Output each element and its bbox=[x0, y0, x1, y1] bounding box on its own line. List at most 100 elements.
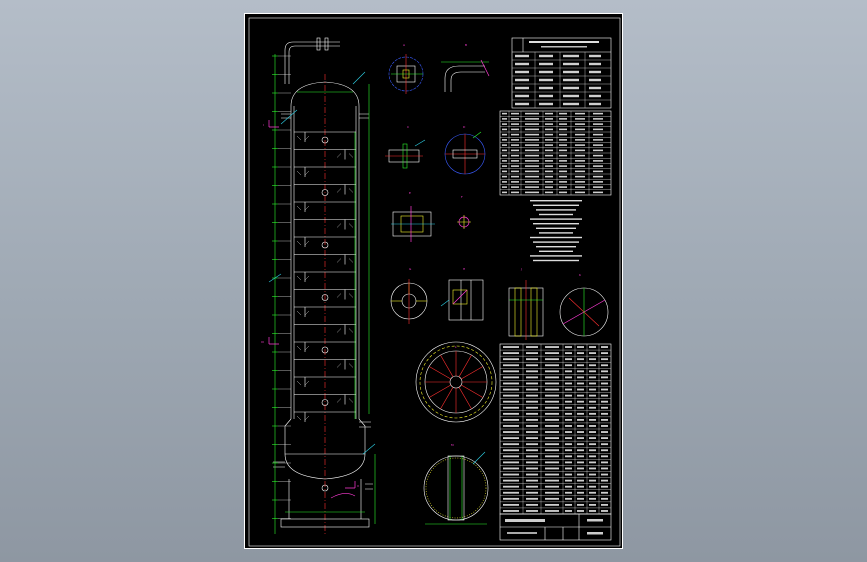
column-elevation-icon: I III II bbox=[261, 37, 376, 534]
cell-text-mark bbox=[577, 473, 584, 476]
cell-text-mark bbox=[601, 449, 608, 452]
cell-text-mark bbox=[503, 425, 519, 427]
cell-text-mark bbox=[502, 154, 507, 157]
detail-circle-icon: D bbox=[444, 125, 486, 175]
cell-text-mark bbox=[545, 376, 559, 379]
cell-text-mark bbox=[525, 112, 539, 115]
svg-text:A: A bbox=[403, 43, 406, 47]
cell-text-mark bbox=[589, 370, 596, 373]
tray-weir bbox=[336, 328, 354, 333]
cell-text-mark bbox=[526, 473, 538, 476]
cell-text-mark bbox=[577, 406, 584, 409]
cell-text-mark bbox=[545, 503, 559, 506]
cell-text-mark bbox=[565, 406, 572, 409]
cell-text-mark bbox=[503, 352, 519, 355]
cell-text-mark bbox=[503, 418, 519, 421]
cell-text-mark bbox=[563, 86, 579, 90]
cell-text-mark bbox=[565, 485, 572, 488]
cell-text-mark bbox=[511, 181, 519, 183]
detail-circle-icon: H bbox=[440, 267, 484, 321]
cell-text-mark bbox=[565, 358, 572, 361]
cell-text-mark bbox=[593, 170, 603, 173]
cell-text-mark bbox=[589, 485, 596, 488]
cell-text-mark bbox=[589, 62, 601, 66]
cell-text-mark bbox=[589, 94, 601, 98]
cell-text-mark bbox=[511, 144, 519, 146]
cell-text-mark bbox=[575, 144, 585, 146]
cell-text-mark bbox=[575, 186, 585, 188]
cell-text-mark bbox=[559, 175, 567, 178]
spoke-line bbox=[440, 387, 454, 409]
manway bbox=[321, 241, 329, 249]
cell-text-mark bbox=[526, 467, 538, 470]
cell-text-mark bbox=[577, 431, 584, 433]
cell-text-mark bbox=[559, 165, 567, 167]
cell-text-mark bbox=[559, 118, 567, 120]
cell-text-mark bbox=[545, 149, 553, 152]
cell-text-mark bbox=[539, 54, 553, 58]
cell-text-mark bbox=[565, 425, 572, 427]
cell-text-mark bbox=[511, 112, 519, 115]
tray-weir bbox=[296, 205, 310, 211]
svg-text:J: J bbox=[520, 267, 522, 271]
cell-text-mark bbox=[526, 455, 538, 458]
cell-text-mark bbox=[601, 473, 608, 476]
cell-text-mark bbox=[577, 479, 584, 482]
cell-text-mark bbox=[589, 102, 601, 106]
cell-text-mark bbox=[503, 461, 519, 464]
cell-text-mark bbox=[575, 175, 585, 178]
cell-text-mark bbox=[575, 160, 585, 162]
cell-text-mark bbox=[545, 382, 559, 385]
note-line bbox=[530, 236, 582, 239]
cell-text-mark bbox=[545, 510, 559, 512]
cell-text-mark bbox=[601, 497, 608, 500]
cell-text-mark bbox=[593, 123, 603, 125]
cell-text-mark bbox=[503, 382, 519, 385]
cell-text-mark bbox=[526, 461, 538, 464]
cell-text-mark bbox=[502, 128, 507, 131]
detail-circle-icon: B bbox=[441, 43, 490, 92]
cell-text-mark bbox=[503, 479, 519, 482]
detail-circle-icon: F bbox=[457, 195, 471, 229]
cell-text-mark bbox=[565, 449, 572, 452]
cell-text-mark bbox=[539, 94, 553, 98]
cell-text-mark bbox=[515, 62, 529, 66]
cell-text-mark bbox=[559, 154, 567, 157]
cell-text-mark bbox=[545, 479, 559, 482]
cell-text-mark bbox=[545, 400, 559, 403]
note-line bbox=[539, 213, 573, 216]
cell-text-mark bbox=[601, 406, 608, 409]
cell-text-mark bbox=[577, 437, 584, 440]
cell-text-mark bbox=[502, 118, 507, 120]
cell-text-mark bbox=[511, 191, 519, 194]
spoke-line bbox=[461, 366, 483, 380]
cell-text-mark bbox=[577, 394, 584, 397]
cell-text-mark bbox=[545, 449, 559, 452]
spoke-line bbox=[458, 355, 472, 377]
cell-text-mark bbox=[526, 394, 538, 397]
cell-text-mark bbox=[601, 455, 608, 458]
note-line bbox=[533, 241, 579, 243]
cell-text-mark bbox=[601, 400, 608, 403]
tray-weir bbox=[296, 170, 310, 176]
notes-block bbox=[530, 200, 582, 262]
cell-text-mark bbox=[575, 170, 585, 173]
cell-text-mark bbox=[545, 370, 559, 373]
cell-text-mark bbox=[502, 139, 507, 141]
cell-text-mark bbox=[503, 394, 519, 397]
cell-text-mark bbox=[525, 133, 539, 136]
section-mark-III: III bbox=[261, 337, 279, 345]
bed-section-icon: M bbox=[423, 443, 489, 525]
cell-text-mark bbox=[565, 455, 572, 458]
cell-text-mark bbox=[503, 431, 519, 433]
cell-text-mark bbox=[563, 62, 579, 66]
cell-text-mark bbox=[565, 503, 572, 506]
cell-text-mark bbox=[589, 352, 596, 355]
cell-text-mark bbox=[577, 455, 584, 458]
note-line bbox=[536, 227, 576, 229]
cell-text-mark bbox=[565, 443, 572, 446]
cell-text-mark bbox=[502, 181, 507, 183]
cell-text-mark bbox=[577, 449, 584, 452]
cell-text-mark bbox=[601, 491, 608, 494]
